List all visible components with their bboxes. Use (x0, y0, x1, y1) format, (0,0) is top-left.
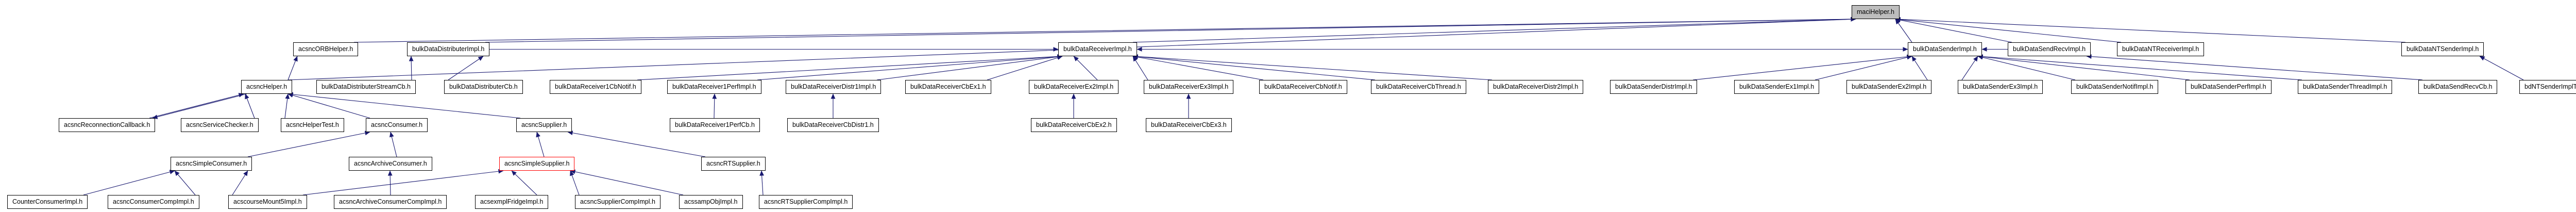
edge-acsncArchiveConsumerCompImpl-to-acsncArchiveConsumer (387, 170, 393, 195)
graph-node-bulkDataReceiverCbEx3[interactable]: bulkDataReceiverCbEx3.h (1146, 118, 1232, 132)
graph-node-bulkDataReceiver1PerfImpl[interactable]: bulkDataReceiver1PerfImpl.h (667, 80, 761, 94)
graph-node-bulkDataReceiver1PerfCb[interactable]: bulkDataReceiver1PerfCb.h (670, 118, 760, 132)
edge-acsncArchiveConsumer-to-acsncConsumer (389, 132, 397, 157)
graph-node-bulkDataReceiverCbEx2[interactable]: bulkDataReceiverCbEx2.h (1031, 118, 1117, 132)
graph-node-acsncSupplierCompImpl[interactable]: acsncSupplierCompImpl.h (575, 195, 660, 209)
edge-CounterConsumerImpl-to-acsncSimpleConsumer (83, 170, 175, 195)
graph-node-bulkDataDistributerCb[interactable]: bulkDataDistributerCb.h (444, 80, 523, 94)
edge-bulkDataSendRecvCb-to-bulkDataSendRecvImpl (2086, 54, 2423, 80)
graph-node-acsncArchiveConsumerCompImpl[interactable]: acsncArchiveConsumerCompImpl.h (334, 195, 447, 209)
edge-bulkDataReceiver1PerfImpl-to-bulkDataReceiverImpl (757, 54, 1063, 80)
graph-node-bulkDataSenderDistrImpl[interactable]: bulkDataSenderDistrImpl.h (1610, 80, 1698, 94)
graph-node-acsncHelperTest[interactable]: acsncHelperTest.h (281, 118, 344, 132)
edge-bdNTSenderImplTest-to-bulkDataNTSenderImpl (2479, 56, 2524, 80)
edge-acsncServiceChecker-to-acsncHelper (245, 93, 255, 119)
graph-node-acscourseMount5Impl[interactable]: acscourseMount5Impl.h (228, 195, 307, 209)
edge-acsncSupplier-to-acsncHelper (287, 92, 521, 119)
graph-node-acsncSupplier[interactable]: acsncSupplier.h (516, 118, 572, 132)
graph-node-bulkDataReceiverCbDistr1[interactable]: bulkDataReceiverCbDistr1.h (787, 118, 879, 132)
edge-bulkDataReceiverCbThread-to-bulkDataReceiverImpl (1132, 54, 1376, 80)
edge-bulkDataSenderDistrImpl-to-bulkDataSenderImpl (1692, 54, 1912, 80)
graph-node-acsncConsumerCompImpl[interactable]: acsncConsumerCompImpl.h (108, 195, 199, 209)
graph-node-bulkDataReceiverEx3Impl[interactable]: bulkDataReceiverEx3Impl.h (1144, 80, 1234, 94)
graph-node-bulkDataDistributerImpl[interactable]: bulkDataDistributerImpl.h (407, 42, 490, 56)
graph-node-acsncServiceChecker[interactable]: acsncServiceChecker.h (181, 118, 259, 132)
graph-node-bulkDataSenderPerfImpl[interactable]: bulkDataSenderPerfImpl.h (2185, 80, 2272, 94)
graph-node-acssampObjImpl[interactable]: acssampObjImpl.h (679, 195, 743, 209)
graph-node-bulkDataReceiverEx2Impl[interactable]: bulkDataReceiverEx2Impl.h (1029, 80, 1119, 94)
edge-acsncHelper-to-acsncReconnectionCallback (152, 93, 247, 119)
graph-node-acsncSimpleConsumer[interactable]: acsncSimpleConsumer.h (171, 157, 252, 171)
graph-node-bulkDataReceiverDistr2Impl[interactable]: bulkDataReceiverDistr2Impl.h (1488, 80, 1584, 94)
graph-node-acsncConsumer[interactable]: acsncConsumer.h (366, 118, 428, 132)
edge-bulkDataReceiver1CbNotif-to-bulkDataReceiverImpl (637, 54, 1063, 80)
edge-bulkDataReceiverDistr2Impl-to-bulkDataReceiverImpl (1132, 54, 1493, 80)
edge-bulkDataSenderNotifImpl-to-bulkDataSenderImpl (1977, 55, 2076, 80)
edge-bulkDataDistributerStreamCb-to-bulkDataDistributerImpl (409, 56, 414, 80)
edge-bulkDataSenderImpl-to-maciHelper (1895, 19, 1912, 43)
edge-acsncReconnectionCallback-to-acsncHelper (149, 93, 244, 119)
edge-bulkDataNTSenderImpl-to-maciHelper (1895, 17, 2406, 43)
edge-acsncConsumer-to-acsncHelper (287, 93, 370, 119)
edge-bulkDataReceiverCbEx1-to-bulkDataReceiverImpl (987, 55, 1063, 80)
edge-bulkDataReceiverImpl-to-maciHelper (1132, 17, 1856, 43)
graph-node-bulkDataSenderThreadImpl[interactable]: bulkDataSenderThreadImpl.h (2298, 80, 2393, 94)
edge-acsncSimpleConsumer-to-acsncConsumer (247, 131, 370, 157)
edge-bulkDataSenderEx1Impl-to-bulkDataSenderImpl (1815, 55, 1912, 80)
graph-node-acsncRTSupplierCompImpl[interactable]: acsncRTSupplierCompImpl.h (759, 195, 853, 209)
graph-node-bulkDataNTReceiverImpl[interactable]: bulkDataNTReceiverImpl.h (2117, 42, 2205, 56)
edge-bulkDataSenderEx3Impl-to-bulkDataSenderImpl (1961, 56, 1978, 80)
edge-bulkDataReceiverDistr1Impl-to-bulkDataReceiverImpl (876, 54, 1063, 80)
graph-node-acsncORBHelper[interactable]: acsncORBHelper.h (293, 42, 359, 56)
graph-node-bulkDataReceiver1CbNotif[interactable]: bulkDataReceiver1CbNotif.h (550, 80, 641, 94)
edge-acsncHelper-to-acsncORBHelper (287, 56, 298, 80)
graph-node-acsncSimpleSupplier[interactable]: acsncSimpleSupplier.h (499, 157, 575, 171)
edge-bulkDataDistributerImpl-to-maciHelper (485, 17, 1856, 43)
graph-node-bulkDataSenderEx1Impl[interactable]: bulkDataSenderEx1Impl.h (1734, 80, 1820, 94)
edge-bulkDataSenderEx2Impl-to-bulkDataSenderImpl (1911, 56, 1928, 80)
graph-node-bulkDataSenderImpl[interactable]: bulkDataSenderImpl.h (1908, 42, 1982, 56)
graph-node-bulkDataReceiverCbThread[interactable]: bulkDataReceiverCbThread.h (1371, 80, 1466, 94)
edge-acsncHelperTest-to-acsncHelper (284, 93, 290, 119)
edge-bulkDataSenderThreadImpl-to-bulkDataSenderImpl (1977, 54, 2302, 80)
edge-acsncORBHelper-to-maciHelper (353, 17, 1856, 43)
graph-node-CounterConsumerImpl[interactable]: CounterConsumerImpl.h (7, 195, 88, 209)
edge-bulkDataReceiver1PerfCb-to-bulkDataReceiver1PerfImpl (712, 93, 717, 119)
edge-acsexmplFridgeImpl-to-acsncSimpleSupplier (511, 170, 537, 195)
edge-acsncConsumerCompImpl-to-acsncSimpleConsumer (174, 170, 196, 195)
graph-node-bulkDataSenderEx2Impl[interactable]: bulkDataSenderEx2Impl.h (1846, 80, 1932, 94)
graph-node-bulkDataReceiverImpl[interactable]: bulkDataReceiverImpl.h (1058, 42, 1137, 56)
graph-node-acsncRTSupplier[interactable]: acsncRTSupplier.h (701, 157, 766, 171)
graph-node-bulkDataSendRecvCb[interactable]: bulkDataSendRecvCb.h (2418, 80, 2498, 94)
edge-bulkDataReceiverEx3Impl-to-bulkDataReceiverImpl (1132, 56, 1148, 80)
edge-acsncRTSupplier-to-acsncSupplier (567, 131, 706, 157)
edge-bulkDataDistributerCb-to-bulkDataDistributerImpl (448, 56, 484, 80)
graph-node-bulkDataSenderNotifImpl[interactable]: bulkDataSenderNotifImpl.h (2071, 80, 2159, 94)
graph-node-bulkDataDistributerStreamCb[interactable]: bulkDataDistributerStreamCb.h (316, 80, 416, 94)
edge-bulkDataReceiverCbNotif-to-bulkDataReceiverImpl (1132, 55, 1264, 80)
edge-bulkDataSenderPerfImpl-to-bulkDataSenderImpl (1977, 54, 2190, 80)
edge-acscourseMount5Impl-to-acsncSimpleConsumer (232, 170, 248, 195)
edge-acssampObjImpl-to-acsncSimpleSupplier (570, 169, 684, 195)
graph-node-bulkDataReceiverCbNotif[interactable]: bulkDataReceiverCbNotif.h (1259, 80, 1347, 94)
edge-bulkDataNTReceiverImpl-to-maciHelper (1895, 17, 2122, 43)
graph-node-acsncHelper[interactable]: acsncHelper.h (241, 80, 293, 94)
graph-node-acsexmplFridgeImpl[interactable]: acsexmplFridgeImpl.h (475, 195, 549, 209)
graph-node-bulkDataNTSenderImpl[interactable]: bulkDataNTSenderImpl.h (2401, 42, 2484, 56)
graph-node-bdNTSenderImplTest[interactable]: bdNTSenderImplTest.h (2519, 80, 2576, 94)
edge-acscourseMount5Impl-to-acsncSimpleSupplier (302, 169, 504, 195)
graph-node-maciHelper: maciHelper.h (1852, 5, 1900, 19)
edge-acsncRTSupplierCompImpl-to-acsncRTSupplier (759, 170, 764, 195)
graph-node-bulkDataReceiverCbEx1[interactable]: bulkDataReceiverCbEx1.h (905, 80, 991, 94)
graph-node-bulkDataSendRecvImpl[interactable]: bulkDataSendRecvImpl.h (2008, 42, 2091, 56)
edge-bulkDataSendRecvImpl-to-maciHelper (1895, 18, 2012, 43)
edge-acsncSupplierCompImpl-to-acsncSimpleSupplier (570, 170, 580, 195)
edge-acsncSimpleSupplier-to-acsncSupplier (536, 132, 545, 157)
graph-node-acsncArchiveConsumer[interactable]: acsncArchiveConsumer.h (349, 157, 432, 171)
graph-node-bulkDataSenderEx3Impl[interactable]: bulkDataSenderEx3Impl.h (1958, 80, 2043, 94)
edge-bulkDataReceiverEx2Impl-to-bulkDataReceiverImpl (1073, 56, 1098, 80)
graph-node-bulkDataReceiverDistr1Impl[interactable]: bulkDataReceiverDistr1Impl.h (786, 80, 882, 94)
graph-node-acsncReconnectionCallback[interactable]: acsncReconnectionCallback.h (59, 118, 156, 132)
